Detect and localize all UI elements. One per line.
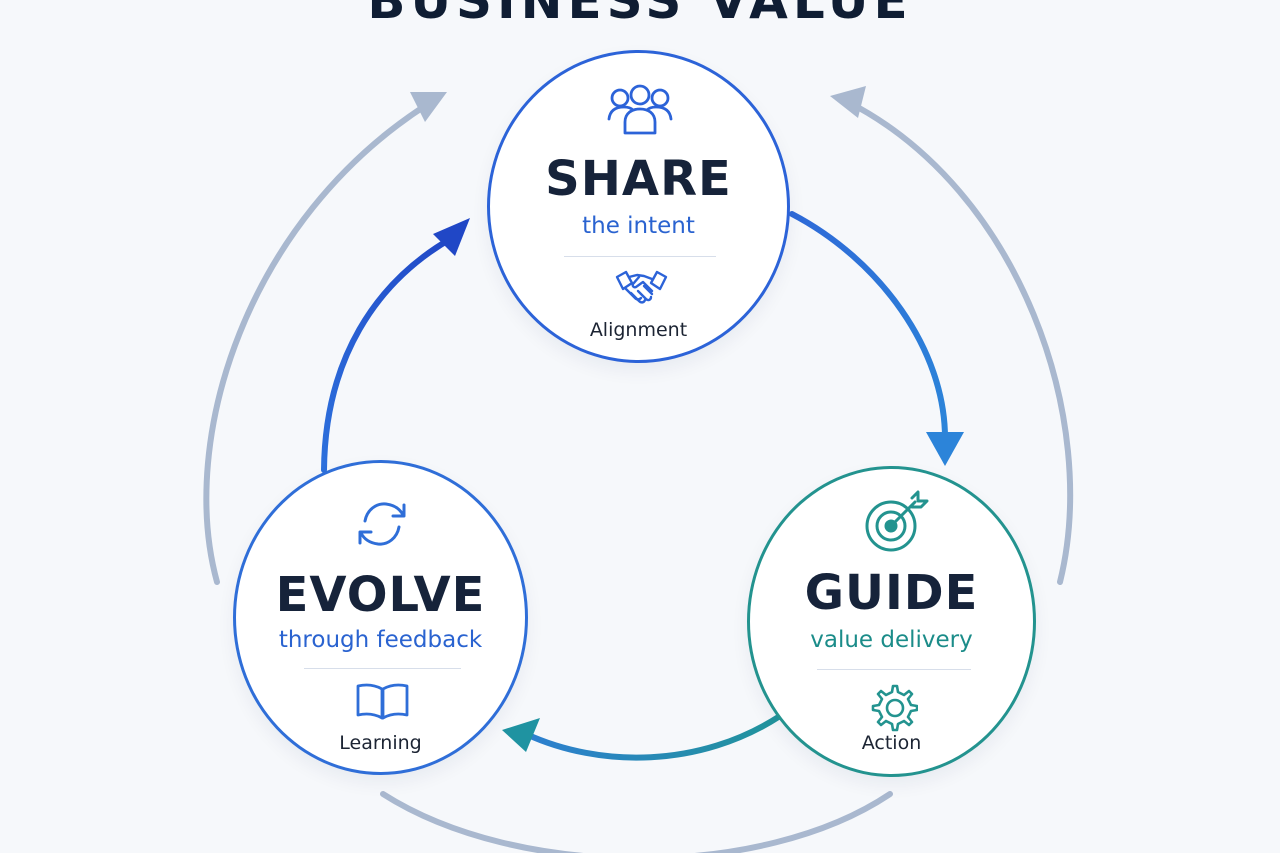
guide-node: GUIDE value delivery Action — [747, 466, 1036, 777]
users-icon — [602, 83, 678, 137]
evolve-footer: Learning — [339, 732, 422, 754]
outer-loop-right-arrowhead — [830, 86, 866, 118]
outer-loop-left-arrowhead — [410, 92, 447, 122]
evolve-title: EVOLVE — [275, 567, 486, 623]
guide-divider — [817, 669, 971, 670]
connector-evolve-to-share — [321, 235, 455, 473]
guide-title: GUIDE — [804, 565, 979, 621]
share-divider — [564, 256, 716, 257]
connector-guide-to-evolve — [523, 713, 783, 761]
connector-evolve-to-share-arrowhead — [433, 218, 470, 256]
guide-footer: Action — [861, 732, 922, 754]
outer-loop-left-arc — [203, 101, 431, 585]
target-icon — [858, 486, 933, 554]
outer-loop-right-arc — [845, 99, 1074, 585]
outer-loop-bottom-arc — [380, 791, 893, 853]
share-footer: Alignment — [589, 319, 688, 341]
evolve-subtitle: through feedback — [278, 627, 483, 653]
gear-icon — [868, 682, 918, 732]
evolve-node: EVOLVE through feedback Learning — [233, 460, 528, 775]
diagram-title: BUSINESS VALUE — [367, 0, 913, 30]
book-icon — [354, 680, 411, 722]
connector-share-to-guide — [789, 211, 948, 441]
share-node: SHARE the intent Alignment — [487, 50, 790, 363]
connector-share-to-guide-arrowhead — [926, 432, 964, 466]
handshake-icon — [614, 267, 669, 309]
evolve-divider — [304, 668, 461, 669]
refresh-icon — [350, 496, 414, 552]
guide-subtitle: value delivery — [810, 627, 973, 653]
connector-guide-to-evolve-arrowhead — [502, 718, 540, 752]
share-subtitle: the intent — [582, 213, 695, 239]
outer-loop — [203, 86, 1074, 853]
inner-connectors — [321, 211, 964, 761]
share-title: SHARE — [545, 151, 732, 207]
